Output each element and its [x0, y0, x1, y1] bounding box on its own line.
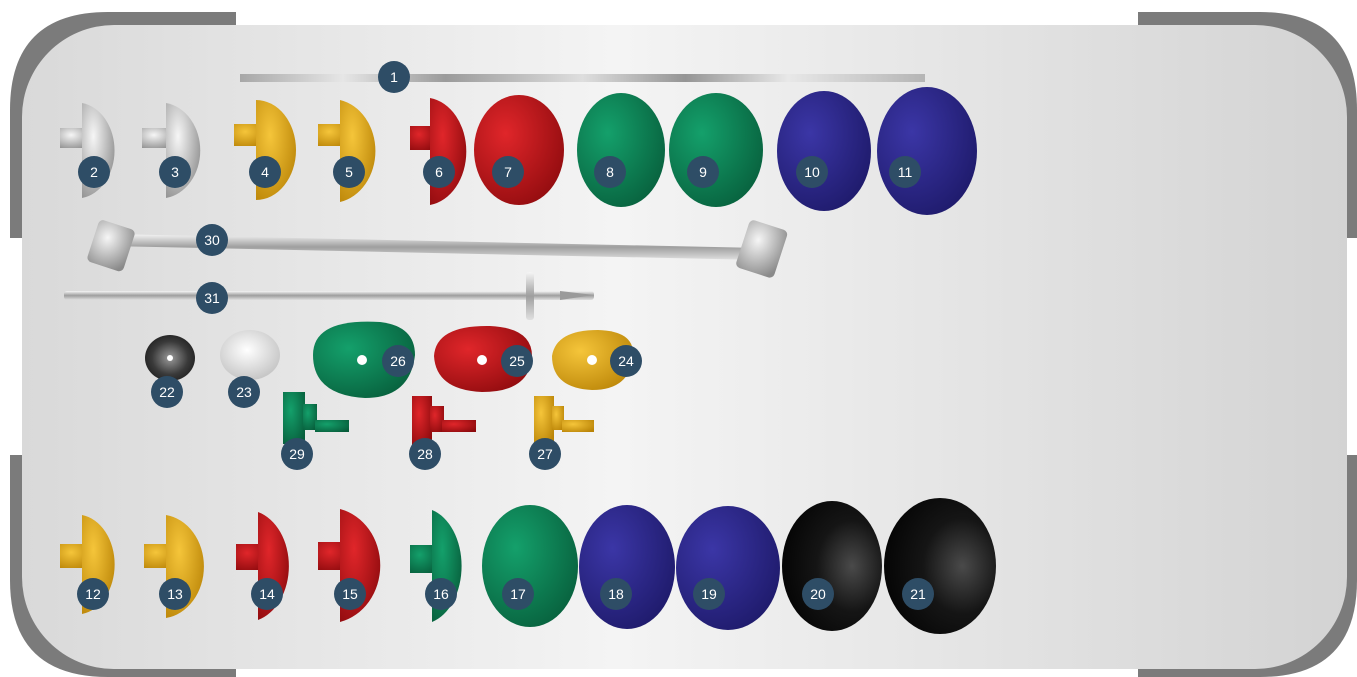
callout-22[interactable]: 22: [151, 376, 183, 408]
callout-10[interactable]: 10: [796, 156, 828, 188]
trial-head-20: [782, 501, 882, 631]
impactor-rod: [87, 220, 788, 278]
callout-23[interactable]: 23: [228, 376, 260, 408]
callout-3[interactable]: 3: [159, 156, 191, 188]
callout-30[interactable]: 30: [196, 224, 228, 256]
trial-rail: [240, 74, 925, 82]
white-ball: [220, 330, 280, 380]
trial-head-21: [884, 498, 996, 634]
trial-head-18: [579, 505, 675, 629]
callout-27[interactable]: 27: [529, 438, 561, 470]
callout-15[interactable]: 15: [334, 578, 366, 610]
callout-19[interactable]: 19: [693, 578, 725, 610]
callout-11[interactable]: 11: [889, 156, 921, 188]
trial-head-17: [482, 505, 578, 627]
taper-adapter-28: [412, 396, 476, 446]
callout-24[interactable]: 24: [610, 345, 642, 377]
callout-2[interactable]: 2: [78, 156, 110, 188]
callout-25[interactable]: 25: [501, 345, 533, 377]
callout-29[interactable]: 29: [281, 438, 313, 470]
callout-6[interactable]: 6: [423, 156, 455, 188]
guide-disc-25: [434, 325, 532, 392]
guide-disc-26: [313, 321, 415, 398]
callout-26[interactable]: 26: [382, 345, 414, 377]
callout-20[interactable]: 20: [802, 578, 834, 610]
callout-31[interactable]: 31: [196, 282, 228, 314]
trial-head-7: [474, 95, 564, 205]
callout-16[interactable]: 16: [425, 578, 457, 610]
callout-4[interactable]: 4: [249, 156, 281, 188]
callout-17[interactable]: 17: [502, 578, 534, 610]
callout-5[interactable]: 5: [333, 156, 365, 188]
callout-12[interactable]: 12: [77, 578, 109, 610]
callout-1[interactable]: 1: [378, 61, 410, 93]
taper-adapter-27: [534, 396, 594, 444]
guide-disc-24: [552, 330, 634, 390]
trial-head-11: [877, 87, 977, 215]
callout-28[interactable]: 28: [409, 438, 441, 470]
trial-head-8: [577, 93, 665, 207]
callout-18[interactable]: 18: [600, 578, 632, 610]
callout-14[interactable]: 14: [251, 578, 283, 610]
trial-head-9: [669, 93, 763, 207]
trial-head-19: [676, 506, 780, 630]
callout-7[interactable]: 7: [492, 156, 524, 188]
callout-9[interactable]: 9: [687, 156, 719, 188]
callout-21[interactable]: 21: [902, 578, 934, 610]
callout-8[interactable]: 8: [594, 156, 626, 188]
taper-adapter-29: [283, 392, 349, 444]
callout-13[interactable]: 13: [159, 578, 191, 610]
trial-head-10: [777, 91, 871, 211]
